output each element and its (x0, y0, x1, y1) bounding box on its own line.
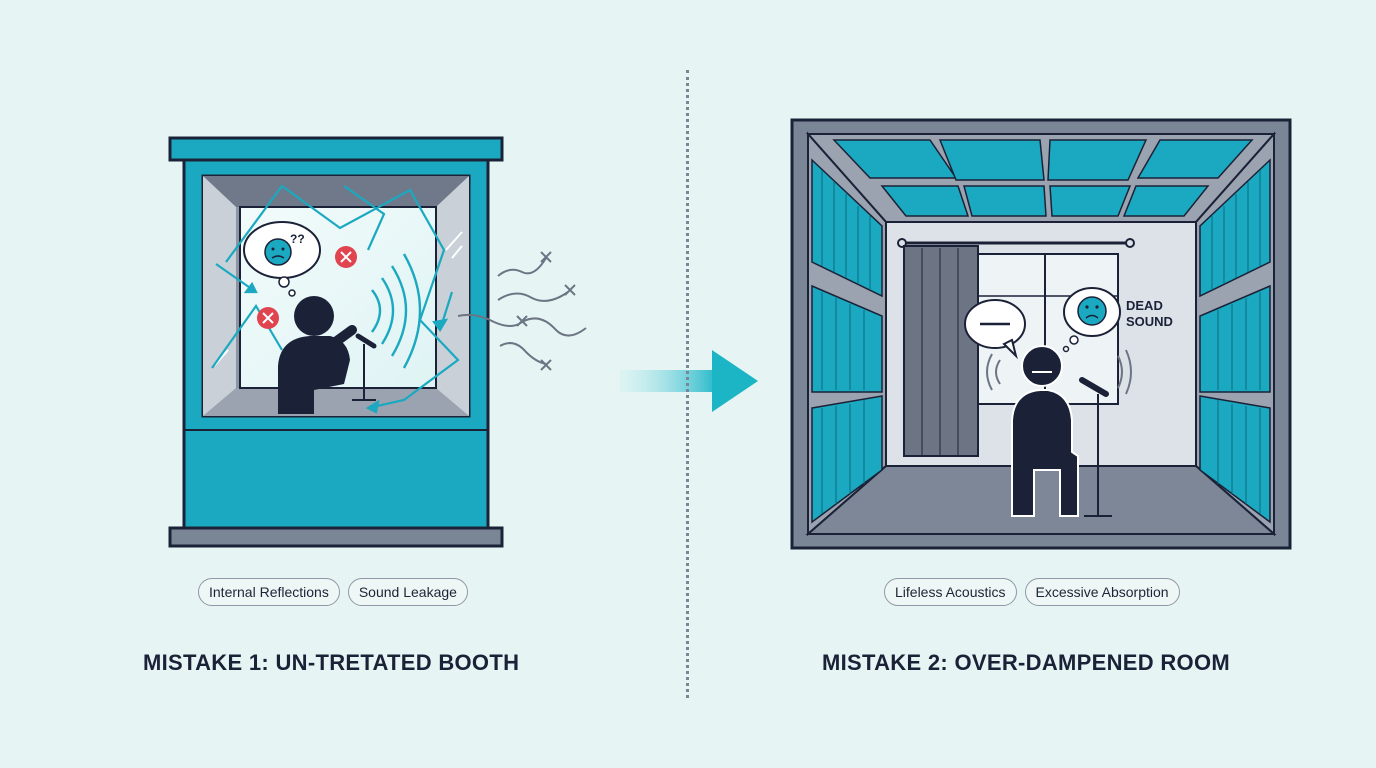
microphone-stand-icon (1079, 377, 1112, 517)
seated-person-icon (1011, 345, 1079, 517)
error-icon (335, 246, 357, 268)
tag-internal-reflections: Internal Reflections (198, 578, 340, 606)
dead-label-line1: DEAD (1126, 298, 1163, 313)
speech-bubble-icon (964, 299, 1026, 360)
thought-bubble-icon: ?? (243, 221, 321, 297)
sound-waves-icon (371, 253, 422, 369)
ceiling-foam-panels (832, 139, 1254, 217)
tag-excessive-absorption: Excessive Absorption (1024, 578, 1180, 606)
weak-sound-waves-icon (986, 349, 1132, 395)
left-tag-group: Internal Reflections Sound Leakage (198, 578, 468, 606)
person-icon (278, 296, 357, 414)
reflection-arrows (211, 184, 460, 414)
curtain (897, 238, 1135, 457)
left-caption: MISTAKE 1: UN-TRETATED BOOTH (143, 650, 520, 675)
transition-arrow-icon (620, 350, 758, 412)
panel-divider (686, 70, 689, 698)
microphone-icon (352, 333, 377, 401)
right-tag-group: Lifeless Acoustics Excessive Absorption (884, 578, 1180, 606)
tag-sound-leakage: Sound Leakage (347, 578, 468, 606)
sad-thought-bubble-icon (1062, 287, 1121, 353)
right-caption: MISTAKE 2: OVER-DAMPENED ROOM (822, 650, 1230, 675)
tag-lifeless-acoustics: Lifeless Acoustics (884, 578, 1017, 606)
leak-x-icon (516, 251, 576, 371)
thought-glyph: ?? (290, 232, 305, 246)
leak-squiggles (457, 257, 587, 365)
foam-ridges (821, 170, 1261, 514)
dead-label-line2: SOUND (1126, 314, 1173, 329)
error-icon (257, 307, 279, 329)
